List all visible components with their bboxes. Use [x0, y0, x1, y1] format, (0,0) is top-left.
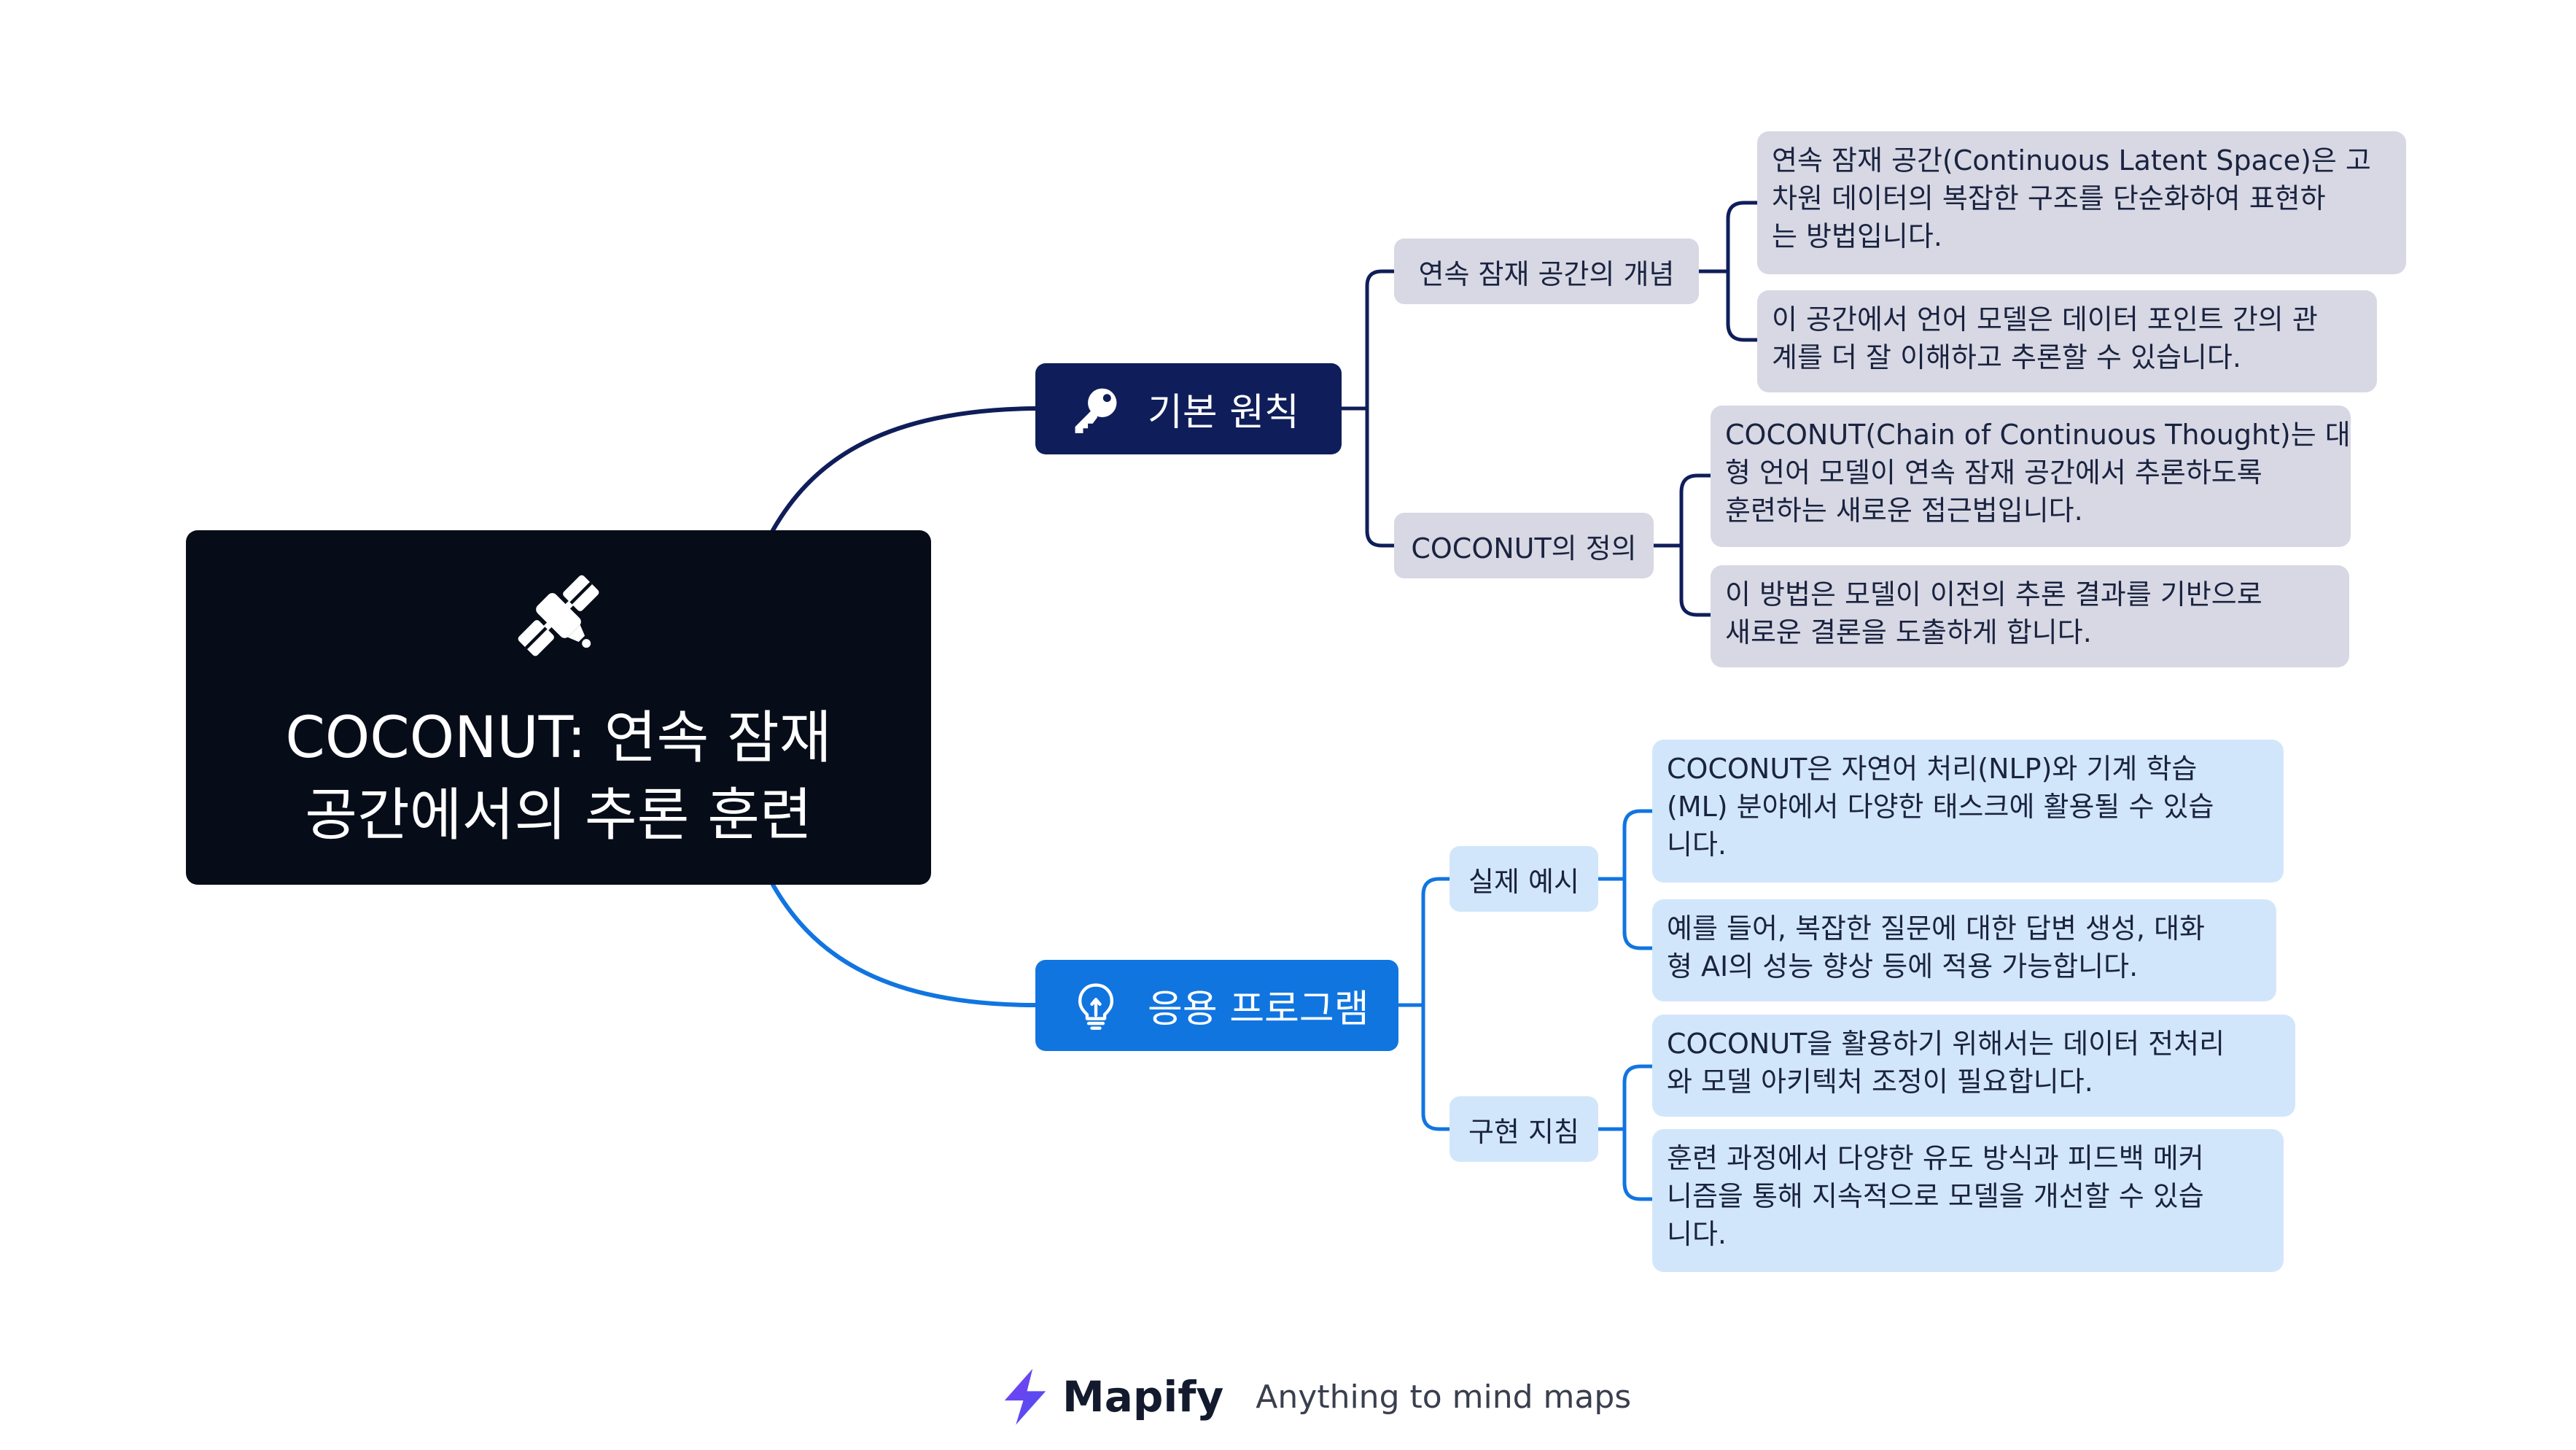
topic-real-examples[interactable]: 실제 예시 — [1450, 846, 1598, 912]
satellite-icon — [518, 575, 599, 656]
connector-topic4-leaf1 — [1622, 1064, 1654, 1131]
connector-principles-topic1 — [1365, 269, 1396, 411]
connector-principles-topic2 — [1365, 406, 1396, 548]
branch-principles-label: 기본 원칙 — [1148, 391, 1299, 435]
lightbulb-icon — [1078, 982, 1114, 1030]
leaf-line: 계를 더 잘 이해하고 추론할 수 있습니다. — [1772, 341, 2241, 373]
root-title: COCONUT: 연속 잠재 공간에서의 추론 훈련 — [238, 699, 879, 854]
leaf-line: 이 공간에서 언어 모델은 데이터 포인트 간의 관 — [1772, 303, 2318, 336]
connector-topic1-leaf2 — [1726, 269, 1759, 342]
topic-label: COCONUT의 정의 — [1411, 532, 1637, 565]
leaf-guide-2[interactable]: 훈련 과정에서 다양한 유도 방식과 피드백 메커 니즘을 통해 지속적으로 모… — [1652, 1129, 2284, 1272]
connector-topic4-leaf2 — [1622, 1127, 1654, 1201]
lightning-logo-icon — [1004, 1368, 1046, 1425]
leaf-guide-1[interactable]: COCONUT을 활용하기 위해서는 데이터 전처리 와 모델 아키텍처 조정이… — [1652, 1015, 2295, 1117]
leaf-line: 니다. — [1667, 1218, 1727, 1250]
leaf-line: COCONUT을 활용하기 위해서는 데이터 전처리 — [1667, 1028, 2225, 1060]
leaf-line: 훈련하는 새로운 접근법입니다. — [1725, 495, 2083, 527]
topic-label: 구현 지침 — [1468, 1115, 1579, 1148]
connector-root-principles — [771, 406, 1038, 532]
root-title-line-1: COCONUT: 연속 잠재 — [285, 705, 832, 771]
root-title-line-2: 공간에서의 추론 훈련 — [305, 783, 812, 848]
branch-applications[interactable]: 응용 프로그램 — [1035, 960, 1398, 1051]
connector-topic2-leaf2 — [1679, 543, 1713, 617]
leaf-concept-1[interactable]: 연속 잠재 공간(Continuous Latent Space)은 고 차원 … — [1757, 131, 2406, 274]
footer-branding: Mapify Anything to mind maps — [995, 1368, 1631, 1426]
leaf-line: 이 방법은 모델이 이전의 추론 결과를 기반으로 — [1725, 578, 2262, 610]
connector-topic2-leaf1 — [1679, 473, 1713, 548]
leaf-line: 형 언어 모델이 연속 잠재 공간에서 추론하도록 — [1725, 457, 2262, 489]
leaf-definition-1[interactable]: COCONUT(Chain of Continuous Thought)는 대 … — [1711, 406, 2351, 547]
leaf-line: 형 AI의 성능 향상 등에 적용 가능합니다. — [1667, 950, 2139, 982]
leaf-line: 연속 잠재 공간(Continuous Latent Space)은 고 — [1772, 144, 2371, 177]
leaf-line: 예를 들어, 복잡한 질문에 대한 답변 생성, 대화 — [1667, 912, 2205, 945]
leaf-line: 와 모델 아키텍처 조정이 필요합니다. — [1667, 1066, 2093, 1098]
leaf-line: 는 방법입니다. — [1772, 220, 1942, 252]
topic-label: 연속 잠재 공간의 개념 — [1418, 257, 1675, 290]
connector-topic3-leaf2 — [1622, 877, 1654, 950]
branch-applications-label: 응용 프로그램 — [1148, 988, 1369, 1031]
topic-label: 실제 예시 — [1468, 865, 1579, 898]
leaf-definition-2[interactable]: 이 방법은 모델이 이전의 추론 결과를 기반으로 새로운 결론을 도출하게 합… — [1711, 565, 2349, 667]
connector-topic1-leaf1 — [1726, 201, 1759, 274]
leaf-line: (ML) 분야에서 다양한 태스크에 활용될 수 있습 — [1667, 791, 2214, 823]
connector-root-applications — [771, 883, 1038, 1007]
footer-tagline: Anything to mind maps — [1256, 1378, 1632, 1416]
connector-applications-topic2 — [1421, 1003, 1452, 1131]
leaf-example-1[interactable]: COCONUT은 자연어 처리(NLP)와 기계 학습 (ML) 분야에서 다양… — [1652, 740, 2284, 883]
connector-topic3-leaf1 — [1622, 809, 1654, 881]
leaf-line: 차원 데이터의 복잡한 구조를 단순화하여 표현하 — [1772, 182, 2326, 214]
branch-principles[interactable]: 기본 원칙 — [1035, 363, 1342, 454]
leaf-line: 니다. — [1667, 829, 1727, 861]
footer-brand: Mapify — [1062, 1372, 1224, 1422]
leaf-line: COCONUT은 자연어 처리(NLP)와 기계 학습 — [1667, 753, 2198, 785]
leaf-line: 니즘을 통해 지속적으로 모델을 개선할 수 있습 — [1667, 1180, 2204, 1212]
connector-applications-topic1 — [1421, 877, 1452, 1007]
key-icon — [1075, 388, 1117, 433]
topic-coconut-definition[interactable]: COCONUT의 정의 — [1394, 513, 1654, 578]
leaf-line: COCONUT(Chain of Continuous Thought)는 대 — [1725, 419, 2351, 451]
leaf-concept-2[interactable]: 이 공간에서 언어 모델은 데이터 포인트 간의 관 계를 더 잘 이해하고 추… — [1757, 290, 2377, 392]
leaf-line: 새로운 결론을 도출하게 합니다. — [1725, 616, 2092, 648]
root-node[interactable]: COCONUT: 연속 잠재 공간에서의 추론 훈련 — [186, 530, 931, 885]
leaf-line: 훈련 과정에서 다양한 유도 방식과 피드백 메커 — [1667, 1142, 2204, 1174]
leaf-example-2[interactable]: 예를 들어, 복잡한 질문에 대한 답변 생성, 대화 형 AI의 성능 향상 … — [1652, 899, 2276, 1001]
topic-implementation-guide[interactable]: 구현 지침 — [1450, 1096, 1598, 1162]
topic-latent-space-concept[interactable]: 연속 잠재 공간의 개념 — [1394, 239, 1699, 304]
